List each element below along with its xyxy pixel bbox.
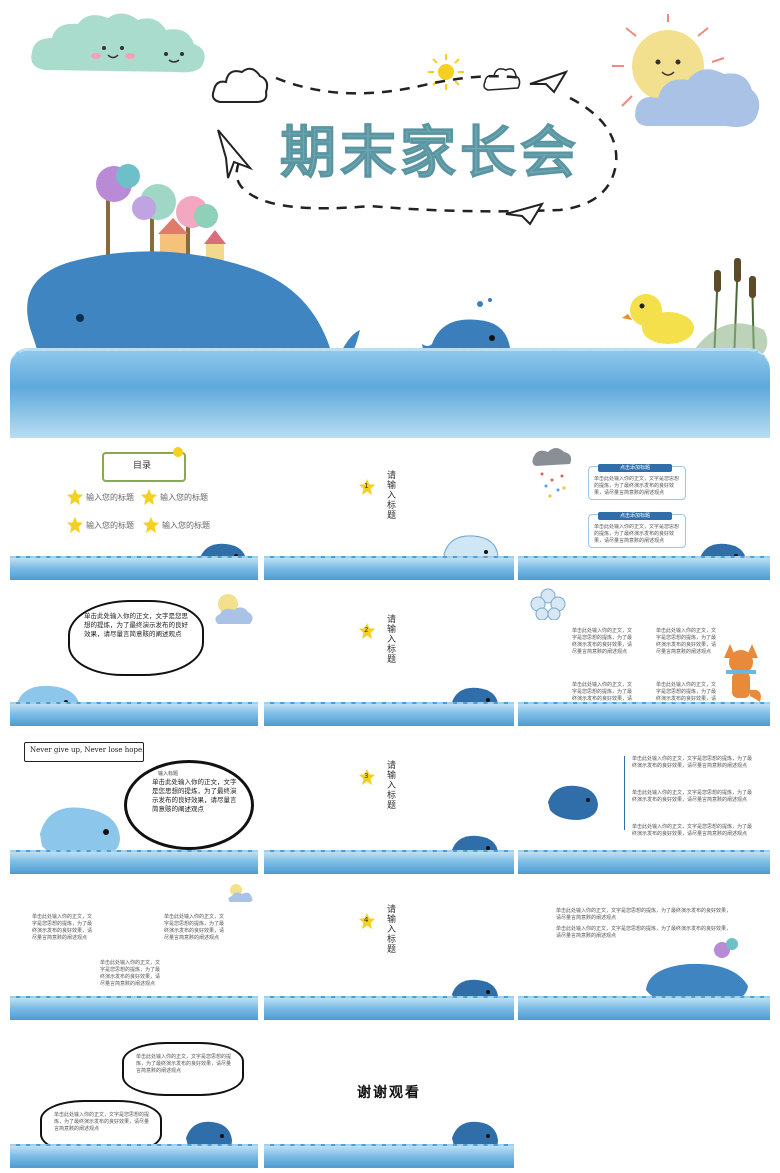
sea-strip: [10, 850, 258, 874]
cards-slide: 点击添加标题 单击此处输入你的正文，文字是您思想的提炼，为了最终演示发布的良好效…: [518, 440, 770, 580]
sea-strip: [10, 556, 258, 580]
smiling-cloud-icon: [31, 13, 205, 73]
whale-icon: [548, 785, 598, 820]
sea-strip: [264, 1144, 514, 1168]
para-text: 单击此处输入你的正文，文字是您思想的提炼，为了最终演示发布的良好效果，请尽量言简…: [556, 908, 732, 921]
para-text: 单击此处输入你的正文，文字是您思想的提炼，为了最终演示发布的良好效果，请尽量言简…: [556, 926, 732, 939]
star-icon: [142, 516, 160, 534]
toc-item[interactable]: 输入您的标题: [86, 521, 134, 530]
timeline-text: 单击此处输入你的正文，文字是您思想的提炼，为了最终演示发布的良好效果，请尽量言简…: [632, 790, 753, 803]
star-icon: [358, 768, 376, 786]
toc-item[interactable]: 输入您的标题: [162, 521, 210, 530]
sun-small-icon: [173, 447, 183, 457]
bubble-text: 单击此处输入你的正文，文字是您思想的提炼，为了最终演示发布的良好效果，请尽量言简…: [84, 612, 188, 638]
timeline-line: [624, 756, 625, 830]
dashed-flight-path: [235, 74, 618, 213]
section-number: 4: [364, 916, 369, 924]
flower-icon: [530, 588, 566, 620]
rain-cloud-icon: [532, 448, 572, 498]
cover-sea: [10, 348, 770, 438]
paper-plane-icon: [529, 70, 568, 94]
quote-box: [24, 742, 144, 762]
sea-strip: [264, 850, 514, 874]
card-tag[interactable]: 点击添加标题: [598, 512, 672, 520]
cloud-text: 单击此处输入你的正文，文字是您思想的提炼，为了最终演示发布的良好效果，请尽量言简…: [54, 1112, 150, 1132]
reeds-illustration: [694, 257, 768, 360]
sea-strip: [10, 996, 258, 1020]
paper-plane-icon: [505, 202, 544, 226]
toc-item[interactable]: 输入您的标题: [86, 493, 134, 502]
speech-bubble: [124, 760, 254, 850]
section-slide: 2 请输入标题: [264, 584, 514, 726]
thanks-slide: 谢谢观看: [264, 1024, 514, 1168]
section-slide: 3 请输入标题: [264, 730, 514, 874]
bubble-sub-label: 输入标题: [158, 771, 179, 777]
duck-icon: [622, 294, 694, 344]
grid-slide: 单击此处输入你的正文，文字是您思想的提炼，为了最终演示发布的良好效果，请尽量言简…: [518, 584, 770, 726]
sun-small-icon: [428, 54, 464, 90]
timeline-text: 单击此处输入你的正文，文字是您思想的提炼，为了最终演示发布的良好效果，请尽量言简…: [632, 756, 753, 769]
speech-bubble: [68, 600, 204, 676]
cloud-bubble: [122, 1042, 244, 1096]
section-slide: 4 请输入标题: [264, 878, 514, 1020]
star-icon: [358, 478, 376, 496]
sun-cloud-icon: [215, 594, 253, 624]
card-tag[interactable]: 点击添加标题: [598, 464, 672, 472]
sea-strip: [518, 850, 770, 874]
quote-text: Never give up, Never lose hope.: [30, 746, 145, 754]
paper-plane-icon: [217, 129, 254, 179]
section-title: 请输入标题: [385, 614, 395, 664]
section-number: 1: [364, 482, 369, 490]
col-text: 单击此处输入你的正文，文字是您思想的提炼，为了最终演示发布的良好效果，请尽量言简…: [100, 960, 161, 987]
grid-text: 单击此处输入你的正文，文字是您思想的提炼，为了最终演示发布的良好效果，请尽量言简…: [656, 628, 717, 655]
sea-strip: [10, 1144, 258, 1168]
star-icon: [358, 912, 376, 930]
cloud-outline-icon: [211, 67, 269, 103]
star-icon: [358, 622, 376, 640]
section-title: 请输入标题: [385, 470, 395, 520]
sea-strip: [518, 996, 770, 1020]
toc-slide: 目录 输入您的标题 输入您的标题 输入您的标题 输入您的标题: [10, 440, 258, 580]
timeline-slide: 单击此处输入你的正文，文字是您思想的提炼，为了最终演示发布的良好效果，请尽量言简…: [518, 730, 770, 874]
bubble-slide: 单击此处输入你的正文，文字是您思想的提炼，为了最终演示发布的良好效果，请尽量言简…: [10, 584, 258, 726]
section-title: 请输入标题: [385, 760, 395, 810]
whale-light-icon: [40, 807, 120, 860]
whale-island-icon: [646, 938, 748, 1006]
card-text: 单击此处输入你的正文，文字是您思想的提炼，为了最终演示发布的良好效果，请尽量言简…: [594, 476, 680, 496]
star-icon: [66, 488, 84, 506]
section-title: 请输入标题: [385, 904, 395, 954]
cloud-text: 单击此处输入你的正文，文字是您思想的提炼，为了最终演示发布的良好效果，请尽量言简…: [136, 1054, 232, 1074]
sea-strip: [518, 702, 770, 726]
cover-slide: 期末家长会: [0, 0, 780, 438]
sun-cloud-icon: [228, 884, 253, 902]
star-icon: [66, 516, 84, 534]
sea-strip: [264, 702, 514, 726]
paragraph-slide: 单击此处输入你的正文，文字是您思想的提炼，为了最终演示发布的良好效果，请尽量言简…: [518, 878, 770, 1020]
fox-icon: [724, 644, 761, 702]
toc-heading: 目录: [132, 461, 151, 471]
sea-strip: [264, 996, 514, 1020]
sea-strip: [264, 556, 514, 580]
bubble-text: 单击此处输入你的正文，文字是您思想的提炼，为了最终演示发布的良好效果，请尽量言简…: [152, 778, 237, 813]
thanks-text: 谢谢观看: [357, 1085, 421, 1101]
grid-text: 单击此处输入你的正文，文字是您思想的提炼，为了最终演示发布的良好效果，请尽量言简…: [572, 628, 633, 655]
two-col-slide: 单击此处输入你的正文，文字是您思想的提炼，为了最终演示发布的良好效果，请尽量言简…: [10, 878, 258, 1020]
toc-item[interactable]: 输入您的标题: [160, 493, 208, 502]
cloud-outline-small-icon: [483, 68, 521, 91]
col-text: 单击此处输入你的正文，文字是您思想的提炼，为了最终演示发布的良好效果，请尽量言简…: [164, 914, 225, 941]
card-text: 单击此处输入你的正文，文字是您思想的提炼，为了最终演示发布的良好效果，请尽量言简…: [594, 524, 680, 544]
timeline-text: 单击此处输入你的正文，文字是您思想的提炼，为了最终演示发布的良好效果，请尽量言简…: [632, 824, 753, 837]
col-text: 单击此处输入你的正文，文字是您思想的提炼，为了最终演示发布的良好效果，请尽量言简…: [32, 914, 93, 941]
section-slide: 1 请输入标题: [264, 440, 514, 580]
section-number: 2: [364, 626, 369, 634]
clouds-slide: 单击此处输入你的正文，文字是您思想的提炼，为了最终演示发布的良好效果，请尽量言简…: [10, 1024, 258, 1168]
quote-slide: Never give up, Never lose hope. 输入标题 单击此…: [10, 730, 258, 874]
star-icon: [140, 488, 158, 506]
sun-cloud-icon: [612, 14, 760, 127]
section-number: 3: [364, 772, 369, 780]
toc-heading-box: [102, 452, 186, 482]
sea-strip: [518, 556, 770, 580]
cover-title: 期末家长会: [280, 121, 580, 187]
sea-strip: [10, 702, 258, 726]
